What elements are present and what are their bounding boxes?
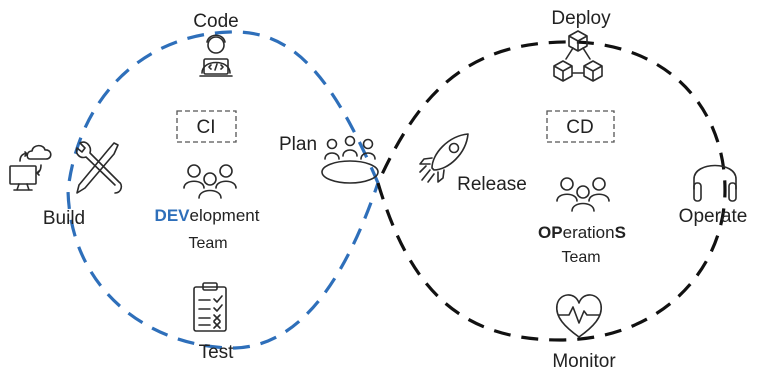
dev-team-word: Team [188, 235, 227, 252]
dev-team-rest: elopment [190, 206, 260, 225]
ops-team-mid: eration [563, 223, 615, 242]
ops-team-bold-start: OP [538, 223, 563, 242]
meeting-table-icon [321, 135, 379, 184]
deploy-label: Deploy [551, 8, 611, 29]
cubes-network-icon [553, 30, 603, 82]
cd-label: CD [566, 117, 593, 138]
computer-cloud-sync-icon [9, 144, 52, 191]
ops-team-label: OPerationS [538, 223, 626, 242]
headphones-icon [693, 164, 737, 202]
code-label: Code [193, 11, 238, 32]
dev-team-abbr: DEV [155, 206, 191, 225]
ops-team-word: Team [561, 249, 600, 266]
ci-label: CI [197, 117, 216, 138]
test-label: Test [199, 342, 235, 363]
ops-loop-path [376, 40, 727, 342]
monitor-label: Monitor [552, 351, 616, 372]
dev-loop-path [66, 30, 380, 350]
heart-monitor-icon [555, 294, 603, 338]
build-label: Build [43, 208, 85, 229]
wrench-screwdriver-icon [75, 141, 123, 194]
people-group-icon [556, 177, 610, 212]
developer-laptop-icon [199, 34, 233, 77]
checklist-clipboard-icon [193, 282, 227, 332]
plan-label: Plan [279, 134, 317, 155]
dev-team-label: DEVelopment [155, 206, 260, 225]
people-group-icon [183, 164, 237, 199]
operate-label: Operate [679, 206, 748, 227]
ci-box [176, 110, 237, 143]
release-label: Release [457, 174, 527, 195]
rocket-icon [419, 133, 469, 183]
cd-box [546, 110, 615, 143]
ops-team-bold-end: S [615, 223, 626, 242]
